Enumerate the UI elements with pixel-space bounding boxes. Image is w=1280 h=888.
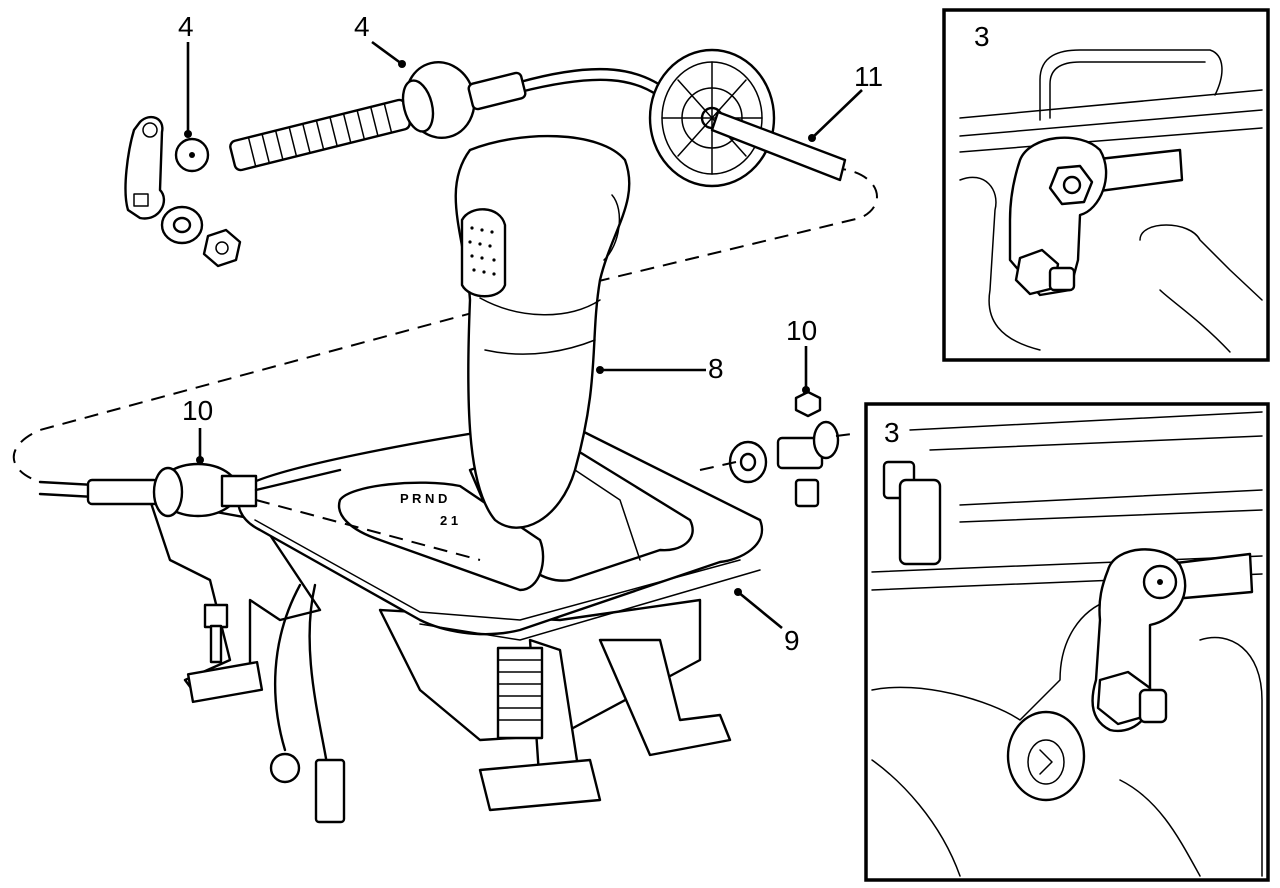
svg-text:P R N D: P R N D [400,491,447,506]
inset-top: 3 [942,8,1270,362]
inset-bottom: 3 [864,402,1270,882]
selector-lever-bracket [124,115,242,268]
callout-cable-end-a: 4 [178,11,194,42]
left-cable-adjuster [38,462,481,561]
right-bushing-parts [699,390,853,508]
callout-lock-nut-right: 10 [786,315,817,346]
shifter-housing: P R N D 2 1 [148,418,764,824]
callout-selector-cable: 11 [854,61,883,92]
cable-end-assembly [174,61,527,173]
cable-grommet [648,48,847,188]
callout-cable-end-b: 4 [354,11,370,42]
callout-shift-lever: 8 [708,353,724,384]
exploded-view: P R N D 2 1 [12,11,883,824]
svg-text:2 1: 2 1 [440,513,458,528]
leader-lines [184,40,863,630]
inset-bottom-label: 3 [884,417,900,448]
shift-lever-knob [454,134,631,529]
callout-lock-nut-left: 10 [182,395,213,426]
callout-housing-plate: 9 [784,625,800,656]
inset-top-label: 3 [974,21,990,52]
